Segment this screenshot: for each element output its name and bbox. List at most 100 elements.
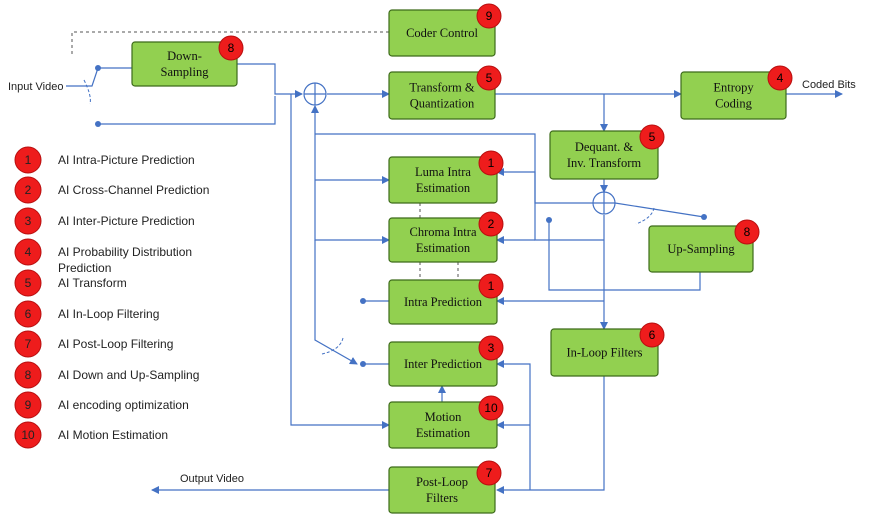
coder-control-badge: 9 <box>476 3 502 29</box>
motion-estimation-label: Estimation <box>416 426 471 440</box>
legend-text: AI Probability Distribution <box>58 245 192 259</box>
in-loop-filters-label: In-Loop Filters <box>566 346 642 360</box>
luma-intra-label: Estimation <box>416 181 471 195</box>
legend-text: AI Inter-Picture Prediction <box>58 214 195 228</box>
chroma-intra-label: Chroma Intra <box>410 225 477 239</box>
intra-dot <box>360 298 366 304</box>
svg-text:9: 9 <box>25 398 32 412</box>
down-sampling-label: Sampling <box>161 65 210 79</box>
input-switch-arc <box>83 79 91 105</box>
transform-quant-label: Quantization <box>410 97 475 111</box>
recon-to-upsampling <box>614 202 705 218</box>
chroma-intra-label: Estimation <box>416 241 471 255</box>
bypass-path <box>98 96 276 125</box>
svg-text:6: 6 <box>25 307 32 321</box>
prediction-sum-node <box>303 82 327 106</box>
legend-text: AI Down and Up-Sampling <box>58 368 199 382</box>
inter-switch-arc <box>321 337 344 355</box>
to-chroma <box>314 180 390 244</box>
legend-item: 2 AI Cross-Channel Prediction <box>14 176 209 204</box>
legend-badge: 10 <box>14 421 42 449</box>
up-sampling-block: Up-Sampling 8 <box>648 219 760 273</box>
legend-badge: 7 <box>14 330 42 358</box>
legend-text: AI encoding optimization <box>58 398 189 412</box>
svg-text:8: 8 <box>25 368 32 382</box>
legend-text: Prediction <box>58 261 111 275</box>
legend-text: AI In-Loop Filtering <box>58 307 159 321</box>
transform-quant-label: Transform & <box>409 81 474 95</box>
input-video-label: Input Video <box>8 81 63 93</box>
svg-text:10: 10 <box>21 428 35 442</box>
loop-dot <box>546 217 552 223</box>
down-sampling-label: Down- <box>167 49 202 63</box>
legend-text: AI Cross-Channel Prediction <box>58 183 209 197</box>
svg-text:1: 1 <box>488 279 495 293</box>
svg-text:3: 3 <box>25 214 32 228</box>
post-loop-filters-label: Post-Loop <box>416 475 468 489</box>
inter-prediction-badge: 3 <box>478 335 504 361</box>
legend-item: 1 AI Intra-Picture Prediction <box>14 146 195 174</box>
svg-text:3: 3 <box>488 341 495 355</box>
recon-feedback <box>315 133 593 204</box>
legend-item: 9 AI encoding optimization <box>14 391 189 419</box>
legend-badge: 6 <box>14 300 42 328</box>
motion-estimation-badge: 10 <box>478 395 504 421</box>
transform-quant-badge: 5 <box>476 65 502 91</box>
upsampling-dot <box>701 214 707 220</box>
motion-estimation-label: Motion <box>425 410 463 424</box>
legend-item: 6 AI In-Loop Filtering <box>14 300 159 328</box>
upsampling-loop <box>548 220 701 291</box>
connectors <box>66 31 843 494</box>
legend-badge: 4 <box>14 238 42 266</box>
legend-item: 7 AI Post-Loop Filtering <box>14 330 173 358</box>
dequant-badge: 5 <box>639 124 665 150</box>
inter-prediction-block: Inter Prediction 3 <box>388 335 504 387</box>
svg-text:5: 5 <box>649 130 656 144</box>
source-to-motion <box>290 94 390 429</box>
legend-badge: 1 <box>14 146 42 174</box>
input-to-downsampling <box>66 67 132 87</box>
svg-text:8: 8 <box>744 225 751 239</box>
legend-badge: 9 <box>14 391 42 419</box>
svg-text:6: 6 <box>649 328 656 342</box>
legend-text: AI Intra-Picture Prediction <box>58 153 195 167</box>
legend-text: AI Motion Estimation <box>58 428 168 442</box>
svg-text:7: 7 <box>25 337 32 351</box>
up-sampling-label: Up-Sampling <box>667 242 735 256</box>
chroma-intra-badge: 2 <box>478 211 504 237</box>
legend-text: AI Post-Loop Filtering <box>58 337 173 351</box>
downsampling-to-sum <box>237 63 303 98</box>
coded-bits-label: Coded Bits <box>802 79 856 91</box>
dequant-label: Dequant. & <box>575 140 634 154</box>
svg-text:5: 5 <box>25 276 32 290</box>
legend: 1 AI Intra-Picture Prediction 2 AI Cross-Ch… <box>14 146 209 449</box>
intra-prediction-badge: 1 <box>478 273 504 299</box>
input-switch-dot <box>95 65 101 71</box>
to-inter-right <box>496 360 531 490</box>
entropy-coding-label: Entropy <box>713 81 754 95</box>
legend-item: 8 AI Down and Up-Sampling <box>14 361 199 389</box>
legend-badge: 5 <box>14 269 42 297</box>
legend-item: 10 AI Motion Estimation <box>14 421 168 449</box>
svg-text:2: 2 <box>25 183 32 197</box>
svg-text:1: 1 <box>25 153 32 167</box>
svg-text:10: 10 <box>484 401 498 415</box>
output-video-label: Output Video <box>180 473 244 485</box>
svg-text:1: 1 <box>488 156 495 170</box>
legend-badge: 3 <box>14 207 42 235</box>
svg-text:2: 2 <box>488 217 495 231</box>
svg-text:5: 5 <box>486 71 493 85</box>
dequant-label: Inv. Transform <box>567 156 641 170</box>
legend-badge: 2 <box>14 176 42 204</box>
svg-text:4: 4 <box>25 245 32 259</box>
post-loop-filters-label: Filters <box>426 491 458 505</box>
to-luma-right <box>496 168 604 241</box>
bypass-dot <box>95 121 101 127</box>
inter-prediction-label: Inter Prediction <box>404 357 483 371</box>
